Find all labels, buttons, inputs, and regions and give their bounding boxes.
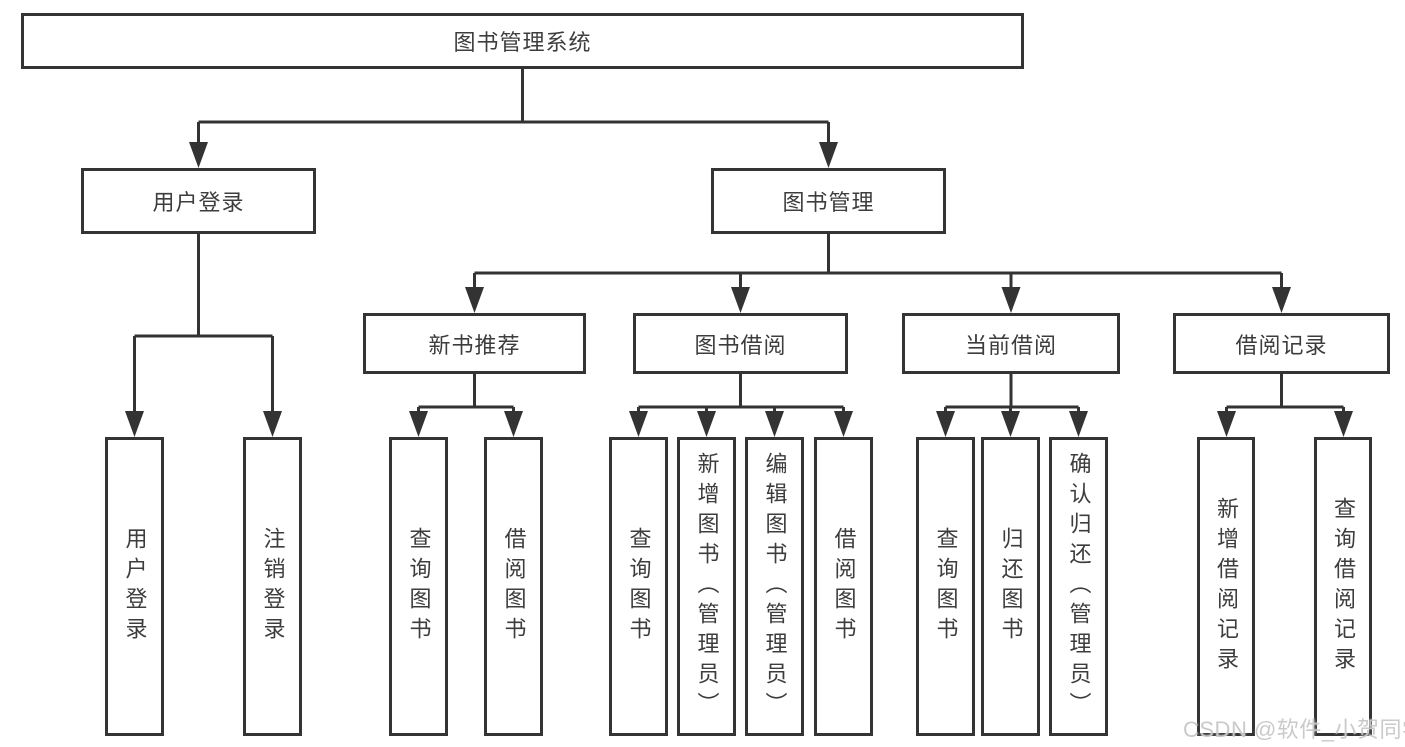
node-add-books-admin: 新增图书（管理员） (677, 437, 736, 736)
node-logout: 注销登录 (243, 437, 302, 736)
node-user-login: 用户登录 (81, 168, 316, 234)
node-add-borrow-record: 新增借阅记录 (1197, 437, 1255, 736)
node-query-borrow-record: 查询借阅记录 (1314, 437, 1372, 736)
node-label: 查询图书 (933, 526, 959, 647)
node-confirm-return-admin: 确认归还（管理员） (1049, 437, 1108, 736)
node-label: 图书管理 (782, 190, 875, 215)
node-label: 借阅图书 (501, 526, 527, 647)
node-label: 图书借阅 (694, 332, 787, 358)
node-label: 新增图书（管理员） (694, 451, 720, 722)
node-label: 注销登录 (260, 526, 286, 647)
node-label: 新书推荐 (428, 332, 521, 358)
node-label: 用户登录 (152, 190, 245, 215)
node-user-login-leaf: 用户登录 (105, 437, 164, 736)
node-query-books-current: 查询图书 (916, 437, 975, 736)
node-book-borrowing: 图书借阅 (633, 313, 848, 374)
node-library-management-system: 图书管理系统 (21, 13, 1024, 69)
node-label: 借阅记录 (1235, 332, 1328, 358)
node-label: 确认归还（管理员） (1066, 451, 1092, 722)
node-current-borrowing: 当前借阅 (902, 313, 1120, 374)
node-label: 新增借阅记录 (1214, 496, 1239, 677)
node-label: 查询借阅记录 (1331, 496, 1356, 677)
node-edit-books-admin: 编辑图书（管理员） (745, 437, 804, 736)
node-borrow-books-newbook: 借阅图书 (484, 437, 543, 736)
node-query-books-newbook: 查询图书 (389, 437, 448, 736)
node-label: 查询图书 (626, 526, 652, 647)
node-label: 归还图书 (998, 526, 1024, 647)
node-new-book-recommendation: 新书推荐 (363, 313, 586, 374)
node-borrowing-records: 借阅记录 (1173, 313, 1390, 374)
node-borrow-books-borrowing: 借阅图书 (814, 437, 873, 736)
node-label: 用户登录 (122, 526, 148, 647)
node-book-management: 图书管理 (711, 168, 946, 234)
node-query-books-borrowing: 查询图书 (609, 437, 668, 736)
node-label: 编辑图书（管理员） (762, 451, 788, 722)
node-label: 图书管理系统 (453, 30, 592, 55)
watermark: CSDN @软件_小贺同学 (1183, 717, 1405, 742)
node-label: 借阅图书 (831, 526, 857, 647)
node-return-books: 归还图书 (981, 437, 1040, 736)
node-label: 当前借阅 (964, 332, 1057, 358)
node-label: 查询图书 (406, 526, 432, 647)
